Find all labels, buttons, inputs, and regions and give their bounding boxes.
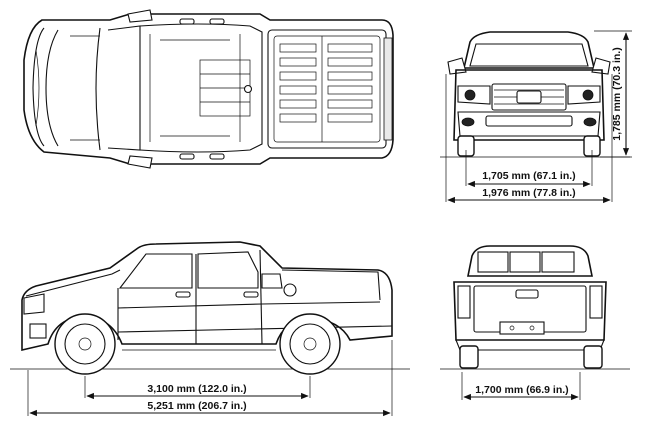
front-track-label: 1,705 mm (67.1 in.): [482, 170, 575, 182]
rear-track-dimension: 1,700 mm (66.9 in.): [461, 372, 581, 401]
bed-ribs: [279, 43, 373, 123]
rear-track-label: 1,700 mm (66.9 in.): [475, 384, 568, 396]
side-view: [10, 241, 410, 375]
height-dimension: 1,785 mm (70.3 in.): [594, 30, 632, 158]
rear-view: [440, 245, 630, 370]
front-track-dimension: 1,705 mm (67.1 in.): [465, 150, 593, 188]
front-view: [440, 31, 630, 158]
width-dimension: 1,976 mm (77.8 in.): [445, 74, 613, 204]
wheelbase-label: 3,100 mm (122.0 in.): [147, 383, 246, 395]
height-label: 1,785 mm (70.3 in.): [611, 47, 623, 140]
top-view: [23, 9, 394, 169]
length-label: 5,251 mm (206.7 in.): [147, 400, 246, 412]
length-dimension: 5,251 mm (206.7 in.): [27, 340, 393, 417]
wheelbase-dimension: 3,100 mm (122.0 in.): [84, 376, 311, 400]
width-label: 1,976 mm (77.8 in.): [482, 187, 575, 199]
